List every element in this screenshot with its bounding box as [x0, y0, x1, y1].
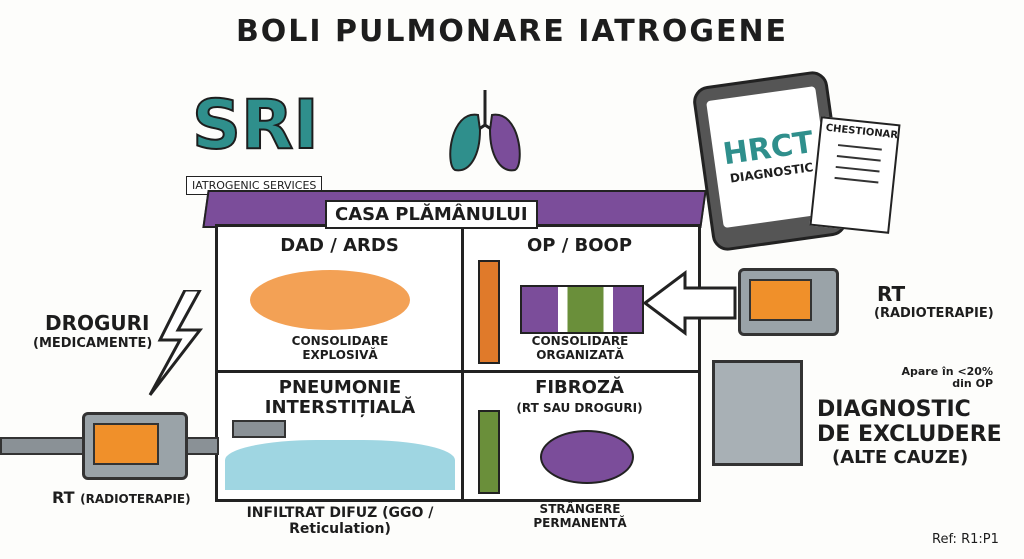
- sri-logo: SRI: [191, 86, 320, 165]
- lightning-icon: [148, 290, 204, 396]
- explosion-illustration: [250, 270, 410, 330]
- microwave-left: [82, 412, 188, 480]
- water-illustration: [225, 440, 455, 490]
- divider: [461, 224, 464, 499]
- pipe-icon: [232, 420, 286, 438]
- knot-illustration: [540, 430, 634, 484]
- room-dad-ards-title: DAD / ARDS: [280, 235, 399, 256]
- stacked-books-illustration: [520, 285, 644, 334]
- checklist-title: CHESTIONAR: [825, 122, 899, 142]
- room-op-boop-title: OP / BOOP: [526, 235, 633, 256]
- door-icon: [478, 410, 500, 494]
- checklist: CHESTIONAR: [809, 116, 901, 234]
- house-label: CASA PLĂMÂNULUI: [325, 200, 538, 229]
- room-pneumonie-caption: INFILTRAT DIFUZ (GGO / Reticulation): [246, 505, 434, 538]
- divider: [215, 370, 698, 373]
- drugs-label: DROGURI: [45, 311, 150, 335]
- rt-left-sub: (RADIOTERAPIE): [80, 492, 191, 506]
- door-icon: [478, 260, 500, 364]
- room-fibroza-title: FIBROZĂ: [535, 377, 624, 398]
- drugs-sublabel: (MEDICAMENTE): [33, 336, 153, 351]
- note-text: Apare în <20% din OP: [901, 365, 993, 391]
- electrical-panel: [712, 360, 803, 466]
- room-fibroza-caption: STRÂNGERE PERMANENTĂ: [533, 502, 627, 530]
- room-dad-ards-caption: CONSOLIDARE EXPLOSIVĂ: [291, 334, 389, 362]
- room-op-boop-caption: CONSOLIDARE ORGANIZATĂ: [531, 334, 629, 362]
- rt-left-abbr: RT: [52, 488, 75, 507]
- page-title: BOLI PULMONARE IATROGENE: [235, 14, 789, 49]
- rt-left-label: RT (RADIOTERAPIE): [52, 488, 191, 507]
- rt-right-label: RT: [877, 282, 906, 306]
- arrow-icon: [642, 270, 737, 336]
- lungs-icon: [449, 90, 521, 172]
- diagnostic-line2: DE EXCLUDERE: [817, 422, 1002, 447]
- room-pneumonie-title: PNEUMONIE INTERSTIȚIALĂ: [264, 377, 416, 418]
- reference: Ref: R1:P1: [932, 532, 999, 547]
- diagnostic-line1: DIAGNOSTIC: [817, 397, 971, 422]
- rt-right-sub: (RADIOTERAPIE): [874, 306, 994, 321]
- diagnostic-line3: (ALTE CAUZE): [832, 447, 969, 468]
- microwave-right: [738, 268, 839, 336]
- room-fibroza-subtitle: (RT SAU DROGURI): [516, 401, 643, 415]
